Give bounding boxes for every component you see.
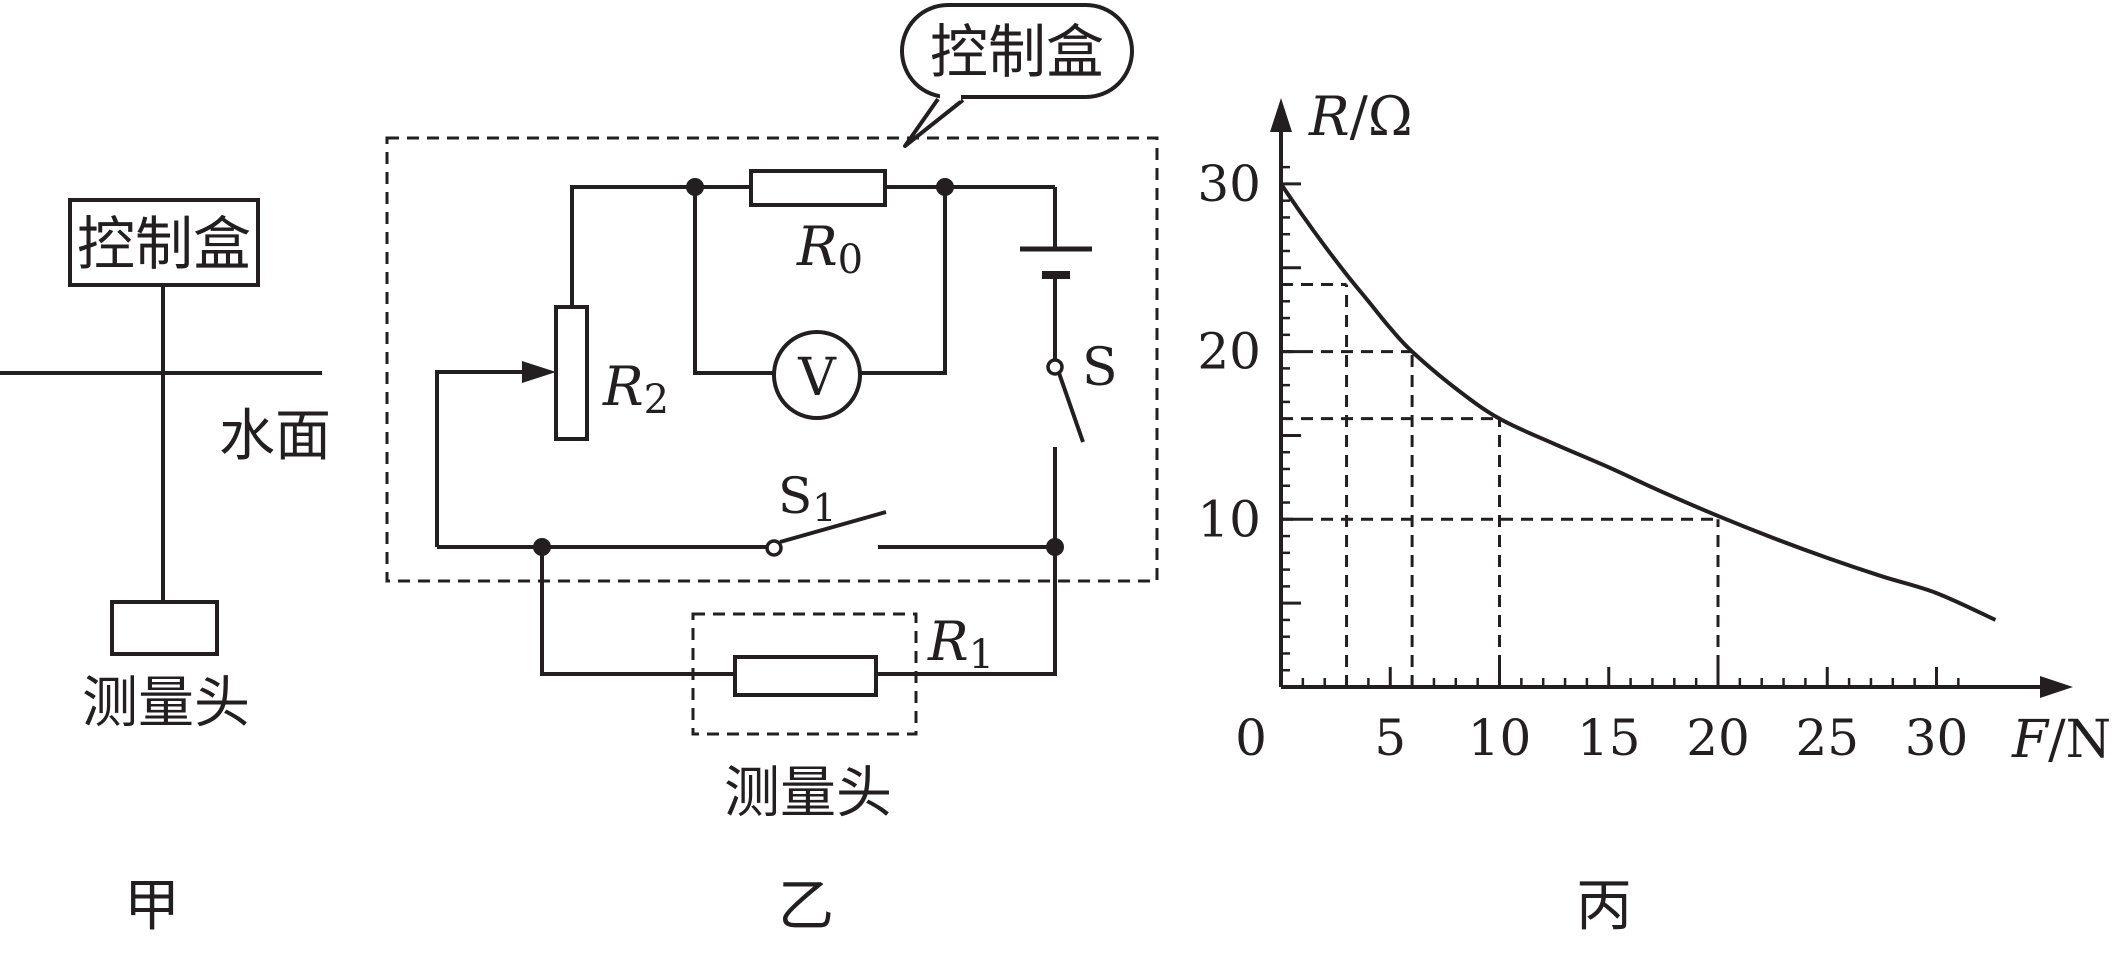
y-tick-label: 20 bbox=[1197, 323, 1261, 381]
control-box bbox=[68, 198, 260, 287]
reference-guides bbox=[1281, 283, 1720, 687]
y-axis-arrow bbox=[1270, 98, 1292, 132]
wire-slider bbox=[435, 370, 528, 547]
x-tick-label: 15 bbox=[1577, 709, 1641, 767]
x-tick-label: 0 bbox=[1235, 709, 1267, 767]
probe-box bbox=[110, 600, 219, 656]
caption-b: 乙 bbox=[778, 874, 834, 939]
resistor-r0 bbox=[749, 169, 887, 207]
control-box-outline bbox=[385, 136, 1159, 583]
switch-s-blade bbox=[1057, 372, 1085, 443]
x-tick-label: 30 bbox=[1905, 709, 1969, 767]
rheostat-r2 bbox=[554, 305, 589, 441]
figure-a: 控制盒 水面 测量头 甲 bbox=[0, 198, 331, 939]
x-tick-label: 25 bbox=[1795, 709, 1859, 767]
switch-s1-blade bbox=[779, 510, 887, 544]
slider-arrow bbox=[522, 361, 556, 383]
water-surface-label: 水面 bbox=[219, 404, 331, 469]
probe-label: 测量头 bbox=[82, 671, 250, 736]
caption-c: 丙 bbox=[1576, 874, 1632, 939]
callout-label: 控制盒 bbox=[930, 18, 1104, 86]
switch-s-label: S bbox=[1082, 338, 1118, 398]
switch-s-pivot bbox=[1046, 358, 1064, 376]
y-axis-label: R/Ω bbox=[1308, 85, 1413, 148]
switch-s1-pivot bbox=[765, 539, 783, 557]
x-axis-arrow bbox=[2040, 676, 2073, 698]
major-ticks bbox=[1281, 182, 1938, 687]
x-tick-label: 5 bbox=[1374, 709, 1406, 767]
r1-label: R1 bbox=[927, 610, 994, 678]
voltmeter-label: V bbox=[797, 348, 837, 408]
minor-ticks bbox=[1281, 165, 1960, 687]
wire-top-left bbox=[570, 185, 751, 305]
series-curve bbox=[1279, 182, 1997, 622]
probe-label-b: 测量头 bbox=[724, 761, 892, 826]
control-box-callout: 控制盒 bbox=[900, 3, 1134, 148]
switch-s1-label: S1 bbox=[778, 467, 836, 530]
junction-top-left bbox=[686, 178, 704, 196]
wire-probe-left bbox=[540, 547, 735, 676]
y-tick-label: 10 bbox=[1197, 490, 1261, 548]
x-tick-label: 20 bbox=[1686, 709, 1750, 767]
r2-label: R2 bbox=[602, 355, 669, 423]
figure-c-chart: 0 5 10 15 20 25 30 10 20 30 R/Ω F/N 丙 bbox=[1197, 85, 2111, 939]
junction-top-right bbox=[936, 178, 954, 196]
y-tick-label: 30 bbox=[1197, 155, 1261, 213]
figure-b: 控制盒 R0 V S R2 S1 bbox=[385, 3, 1159, 939]
x-tick-label: 10 bbox=[1468, 709, 1532, 767]
resistor-r1 bbox=[733, 655, 878, 697]
wire-voltmeter-left bbox=[693, 187, 774, 375]
control-box-label: 控制盒 bbox=[77, 210, 251, 278]
wire-probe-right bbox=[876, 547, 1057, 676]
r0-label: R0 bbox=[796, 215, 863, 283]
wire-voltmeter-right bbox=[860, 187, 947, 375]
probe-outline bbox=[691, 612, 918, 736]
caption-a: 甲 bbox=[124, 874, 180, 939]
x-axis-label: F/N bbox=[2011, 710, 2111, 770]
tick-labels: 0 5 10 15 20 25 30 10 20 30 bbox=[1197, 155, 1968, 767]
voltmeter bbox=[772, 330, 862, 420]
